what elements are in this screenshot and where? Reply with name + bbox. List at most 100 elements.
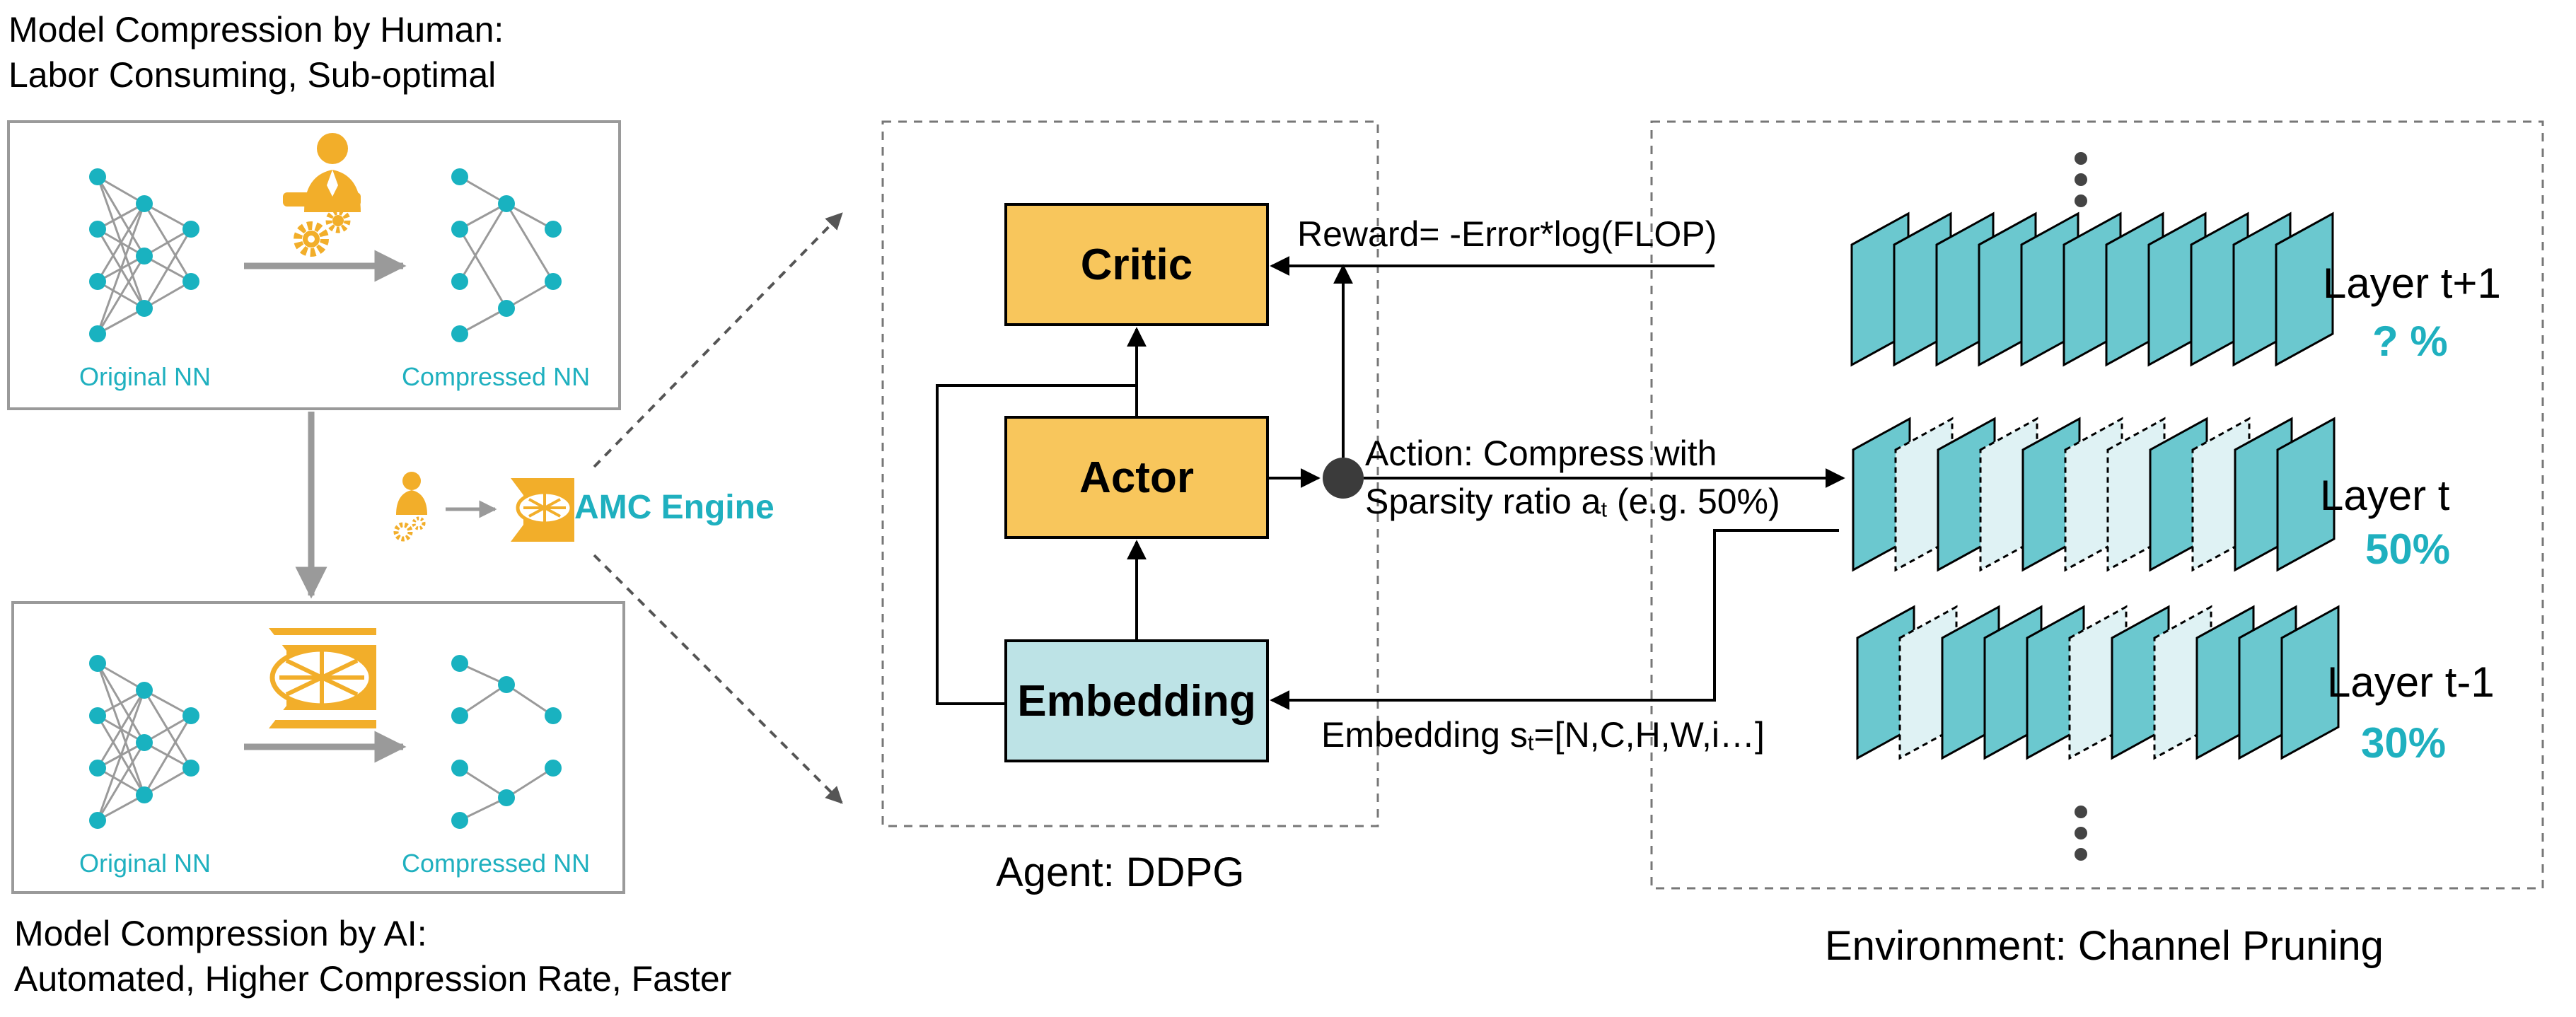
human-caption-line2: Labor Consuming, Sub-optimal <box>8 55 497 95</box>
ellipsis-top-icon <box>2075 152 2087 207</box>
embedding-to-critic-loop <box>936 384 1137 705</box>
nn-node <box>498 676 515 693</box>
nn-edge <box>96 690 146 769</box>
small-human-icon <box>393 472 427 542</box>
human-original-nn <box>89 168 199 342</box>
ai-original-nn-label: Original NN <box>79 849 211 878</box>
engine-dotted-arrow-top <box>593 212 843 468</box>
nn-node <box>182 707 199 724</box>
layer-t-minus-1-name: Layer t-1 <box>2327 658 2495 706</box>
human-caption-line1: Model Compression by Human: <box>8 10 504 50</box>
nn-node <box>136 300 153 317</box>
nn-node <box>182 221 199 238</box>
nn-node <box>451 707 468 724</box>
nn-edge <box>144 228 192 257</box>
layer-t-channels <box>1852 417 2336 572</box>
ai-panel <box>11 601 625 894</box>
nn-node <box>89 707 106 724</box>
embedding-state-label: Embedding st=[N,C,H,W,i…] <box>1321 714 1765 756</box>
nn-edge <box>459 796 507 822</box>
nn-edge <box>459 767 507 799</box>
embedding-state-subscript: t <box>1527 730 1534 755</box>
layer-t-ratio: 50% <box>2365 525 2451 573</box>
ai-compressed-nn <box>451 655 562 829</box>
human-original-nn-label: Original NN <box>79 362 211 391</box>
nn-edge <box>505 203 555 282</box>
nn-edge <box>96 742 146 821</box>
nn-node <box>451 655 468 672</box>
embedding-label: Embedding <box>1017 677 1256 726</box>
nn-node <box>451 812 468 829</box>
nn-node <box>89 273 106 290</box>
nn-edge <box>96 203 146 282</box>
action-label-line1: Action: Compress with <box>1365 434 1717 473</box>
environment-region <box>1650 120 2544 890</box>
nn-node <box>136 734 153 751</box>
agent-title: Agent: DDPG <box>996 849 1245 895</box>
human-worker-icon <box>283 133 361 212</box>
nn-edge <box>97 689 145 717</box>
critic-label: Critic <box>1080 240 1193 289</box>
action-node <box>1323 458 1364 499</box>
nn-edge <box>459 662 507 686</box>
nn-edge <box>97 662 145 692</box>
nn-node <box>451 168 468 185</box>
nn-node <box>89 760 106 777</box>
nn-node <box>498 195 515 212</box>
nn-node <box>545 273 562 290</box>
nn-edge <box>96 203 146 335</box>
actor-box <box>1004 416 1269 539</box>
nn-edge <box>96 255 146 335</box>
nn-node <box>89 168 106 185</box>
layer-t-minus-1-ratio: 30% <box>2361 719 2447 767</box>
nn-edge <box>506 683 554 717</box>
engine-dotted-arrow-bottom <box>593 554 843 804</box>
nn-node <box>89 325 106 342</box>
nn-edge <box>506 202 554 231</box>
amc-engine-label: AMC Engine <box>574 489 774 526</box>
nn-edge <box>97 307 145 335</box>
critic-box <box>1004 203 1269 326</box>
nn-edge <box>459 307 507 335</box>
nn-edge <box>96 690 146 821</box>
action-label-text: Sparsity ratio a <box>1365 482 1601 521</box>
channel <box>2276 417 2336 572</box>
nn-node <box>89 221 106 238</box>
nn-node <box>89 812 106 829</box>
nn-edge <box>459 175 507 205</box>
nn-edge <box>144 714 192 744</box>
nn-node <box>182 760 199 777</box>
nn-edge <box>458 228 508 309</box>
actor-label: Actor <box>1079 453 1194 502</box>
nn-edge <box>97 202 145 231</box>
layer-t-name: Layer t <box>2320 472 2450 519</box>
nn-node <box>136 248 153 265</box>
layer-t-plus-1-ratio: ? % <box>2372 318 2448 365</box>
state-arrow <box>1270 529 1839 710</box>
nn-edge <box>459 683 507 717</box>
nn-edge <box>144 689 192 717</box>
layer-t-minus-1-channels <box>1856 605 2340 760</box>
environment-title: Environment: Channel Pruning <box>1825 923 2384 969</box>
embedding-box <box>1004 639 1269 762</box>
gear-icon <box>294 208 351 257</box>
action-label-subscript: t <box>1601 496 1608 522</box>
reward-label: Reward= -Error*log(FLOP) <box>1297 214 1717 254</box>
channel <box>2280 605 2340 760</box>
layer-t-plus-1-name: Layer t+1 <box>2323 260 2501 307</box>
ai-original-nn <box>89 655 199 829</box>
nn-node <box>545 707 562 724</box>
nn-edge <box>97 175 145 205</box>
human-panel <box>7 120 621 410</box>
action-label-example: (e.g. 50%) <box>1607 482 1780 521</box>
nn-edge <box>97 794 145 822</box>
embedding-state-vector: =[N,C,H,W,i…] <box>1533 715 1765 755</box>
nn-edge <box>144 202 192 231</box>
nn-node <box>498 789 515 806</box>
human-compressed-nn <box>451 168 562 342</box>
nn-edge <box>506 280 554 310</box>
agent-region <box>881 120 1379 827</box>
amc-engine-large-icon <box>267 628 381 728</box>
